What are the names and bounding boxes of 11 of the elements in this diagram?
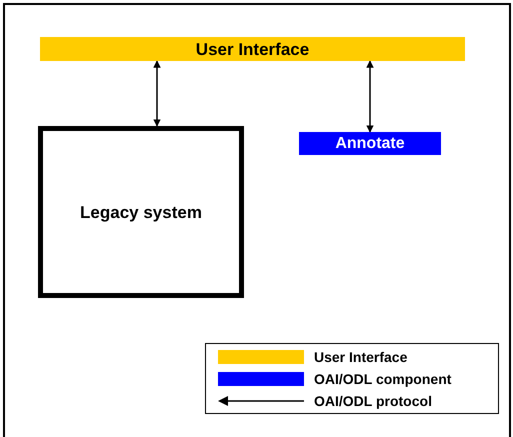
legend-label: OAI/ODL component	[314, 372, 452, 386]
interface-bar	[40, 37, 465, 61]
legend-label: OAI/ODL protocol	[314, 394, 432, 408]
double-arrow	[153, 60, 161, 127]
node-label: Annotate	[335, 136, 405, 152]
double-arrow	[366, 60, 374, 133]
node-label: Legacy system	[80, 204, 202, 220]
legend-label: User Interface	[314, 350, 408, 364]
node-label: User Interface	[196, 40, 310, 58]
component-box	[299, 132, 441, 155]
system-box	[38, 126, 244, 298]
